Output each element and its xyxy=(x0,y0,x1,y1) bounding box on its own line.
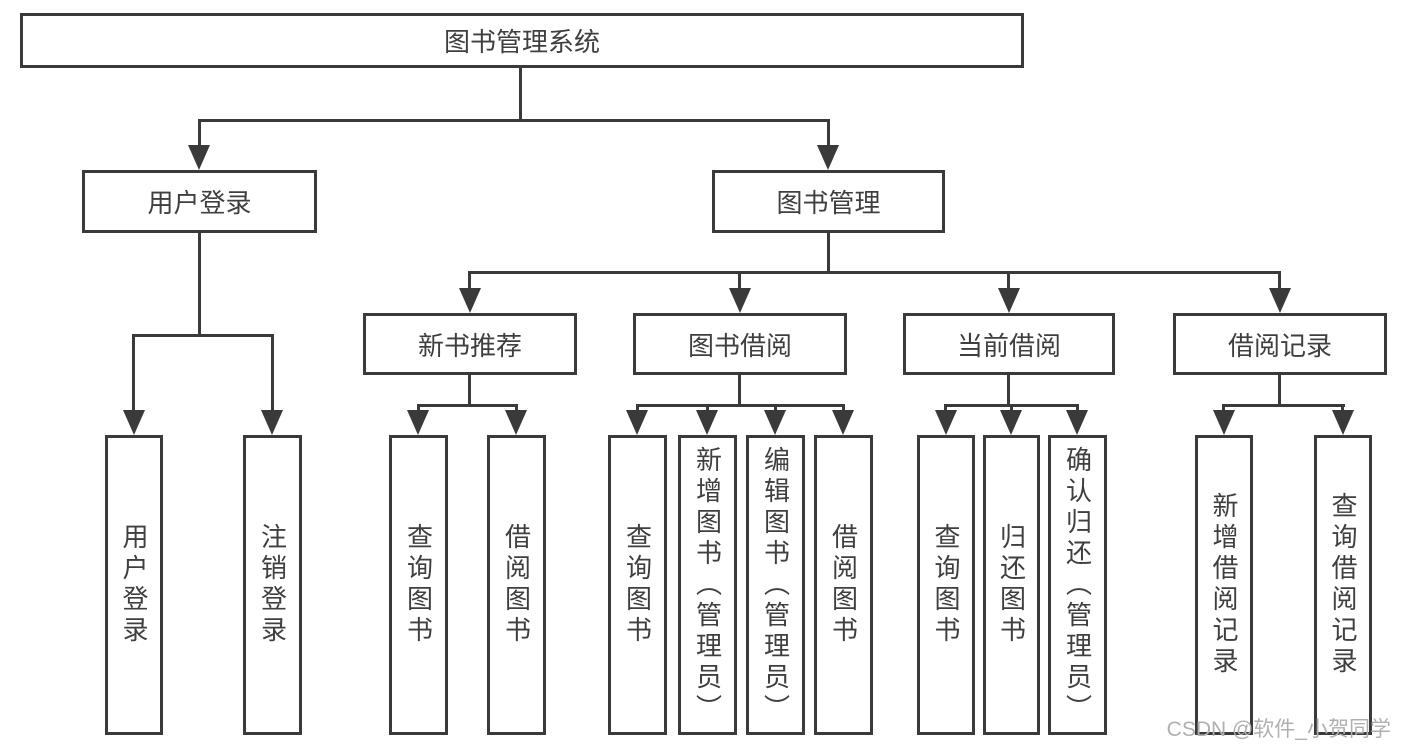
connector-user-login-stem xyxy=(198,233,201,337)
leaf-return-books-label: 归还图书 xyxy=(996,523,1027,647)
leaf-query-borrow-record-label: 查询借阅记录 xyxy=(1328,492,1358,678)
connector-drop-query-borrow-record xyxy=(1341,404,1344,413)
connector-drop-current-borrowing xyxy=(1007,271,1010,290)
node-root: 图书管理系统 xyxy=(20,13,1024,68)
leaf-borrow-books-recommend: 借阅图书 xyxy=(487,435,546,735)
leaf-edit-books-admin: 编辑图书（管理员） xyxy=(746,435,805,735)
arrowhead-down-query-books-recommend xyxy=(407,410,429,435)
connector-drop-borrow-books-recommend xyxy=(515,404,518,413)
leaf-borrow-books-borrowing: 借阅图书 xyxy=(814,435,873,735)
leaf-query-books-current-label: 查询图书 xyxy=(931,523,961,647)
connector-drop-borrowing-records xyxy=(1278,271,1281,290)
connector-drop-confirm-return xyxy=(1076,404,1079,413)
connector-level1-bar xyxy=(198,119,830,122)
arrowhead-down-query-books-current xyxy=(935,410,957,435)
connector-drop-edit-books-admin xyxy=(774,404,777,413)
arrowhead-down-user-login xyxy=(188,145,210,170)
node-book-management-label: 图书管理 xyxy=(776,188,881,218)
arrowhead-down-leaf-user-login xyxy=(123,410,145,435)
node-current-borrowing-label: 当前借阅 xyxy=(956,330,1061,361)
node-new-book-recommend-label: 新书推荐 xyxy=(417,330,522,361)
arrowhead-down-borrow-books-recommend xyxy=(505,410,527,435)
connector-drop-user-login xyxy=(198,119,201,147)
node-book-borrowing-label: 图书借阅 xyxy=(687,330,792,361)
leaf-add-books-admin: 新增图书（管理员） xyxy=(678,435,737,735)
node-root-label: 图书管理系统 xyxy=(443,27,600,57)
arrowhead-down-confirm-return xyxy=(1066,410,1088,435)
leaf-add-borrow-record: 新增借阅记录 xyxy=(1195,435,1253,735)
arrowhead-down-return-books xyxy=(1000,410,1022,435)
connector-drop-book-management xyxy=(827,119,830,147)
leaf-user-login: 用户登录 xyxy=(105,435,163,735)
leaf-confirm-return-admin: 确认归还（管理员） xyxy=(1048,435,1107,735)
connector-drop-add-borrow-record xyxy=(1222,404,1225,413)
connector-drop-return-books xyxy=(1010,404,1013,413)
leaf-add-books-admin-label: 新增图书（管理员） xyxy=(692,445,723,725)
connector-book-borrowing-bar xyxy=(636,404,845,407)
node-borrowing-records-label: 借阅记录 xyxy=(1227,330,1332,361)
connector-current-borrowing-stem xyxy=(1007,375,1010,407)
leaf-confirm-return-admin-label: 确认归还（管理员） xyxy=(1062,445,1093,725)
connector-drop-query-books-recommend xyxy=(417,404,420,413)
leaf-logout-login: 注销登录 xyxy=(243,435,302,735)
arrowhead-down-add-books-admin xyxy=(696,410,718,435)
node-book-borrowing: 图书借阅 xyxy=(633,313,847,375)
connector-drop-leaf-logout xyxy=(271,334,274,413)
node-borrowing-records: 借阅记录 xyxy=(1173,313,1387,375)
leaf-query-books-borrowing: 查询图书 xyxy=(608,435,667,735)
arrowhead-down-new-book-recommend xyxy=(459,288,481,313)
arrowhead-down-add-borrow-record xyxy=(1213,410,1235,435)
connector-root-stem xyxy=(519,68,522,120)
arrowhead-down-leaf-logout xyxy=(261,410,283,435)
node-current-borrowing: 当前借阅 xyxy=(903,313,1115,375)
connector-drop-query-books-current xyxy=(944,404,947,413)
connector-drop-new-book-recommend xyxy=(468,271,471,290)
leaf-user-login-label: 用户登录 xyxy=(119,523,149,647)
arrowhead-down-edit-books-admin xyxy=(764,410,786,435)
connector-user-login-bar xyxy=(132,334,274,337)
leaf-query-books-current: 查询图书 xyxy=(917,435,975,735)
node-user-login: 用户登录 xyxy=(82,170,317,233)
leaf-borrow-books-recommend-label: 借阅图书 xyxy=(501,523,532,647)
leaf-return-books: 归还图书 xyxy=(983,435,1040,735)
node-user-login-label: 用户登录 xyxy=(147,188,252,218)
node-new-book-recommend: 新书推荐 xyxy=(363,313,577,375)
arrowhead-down-query-borrow-record xyxy=(1332,410,1354,435)
leaf-query-books-recommend-label: 查询图书 xyxy=(403,523,434,647)
connector-new-book-recommend-stem xyxy=(468,375,471,407)
arrowhead-down-book-borrowing xyxy=(729,288,751,313)
csdn-watermark: CSDN @软件_小贺同学 xyxy=(1166,718,1391,741)
connector-drop-borrow-books-borrowing xyxy=(842,404,845,413)
connector-drop-add-books-admin xyxy=(706,404,709,413)
arrowhead-down-book-management xyxy=(817,145,839,170)
leaf-add-borrow-record-label: 新增借阅记录 xyxy=(1209,492,1239,678)
leaf-query-books-recommend: 查询图书 xyxy=(389,435,448,735)
connector-drop-query-books-borrowing xyxy=(636,404,639,413)
arrowhead-down-current-borrowing xyxy=(998,288,1020,313)
arrowhead-down-borrow-books-borrowing xyxy=(832,410,854,435)
connector-book-borrowing-stem xyxy=(738,375,741,407)
arrowhead-down-borrowing-records xyxy=(1269,288,1291,313)
connector-new-book-recommend-bar xyxy=(417,404,518,407)
leaf-query-books-borrowing-label: 查询图书 xyxy=(622,523,653,647)
connector-book-management-stem xyxy=(827,233,830,274)
arrowhead-down-query-books-borrowing xyxy=(626,410,648,435)
leaf-logout-login-label: 注销登录 xyxy=(257,523,288,647)
leaf-edit-books-admin-label: 编辑图书（管理员） xyxy=(760,445,791,725)
leaf-borrow-books-borrowing-label: 借阅图书 xyxy=(828,523,859,647)
connector-borrowing-records-stem xyxy=(1278,375,1281,407)
node-book-management: 图书管理 xyxy=(712,170,945,233)
connector-drop-book-borrowing xyxy=(738,271,741,290)
connector-level2-bar xyxy=(468,271,1281,274)
connector-borrowing-records-bar xyxy=(1222,404,1345,407)
leaf-query-borrow-record: 查询借阅记录 xyxy=(1314,435,1372,735)
connector-drop-leaf-user-login xyxy=(132,334,135,413)
